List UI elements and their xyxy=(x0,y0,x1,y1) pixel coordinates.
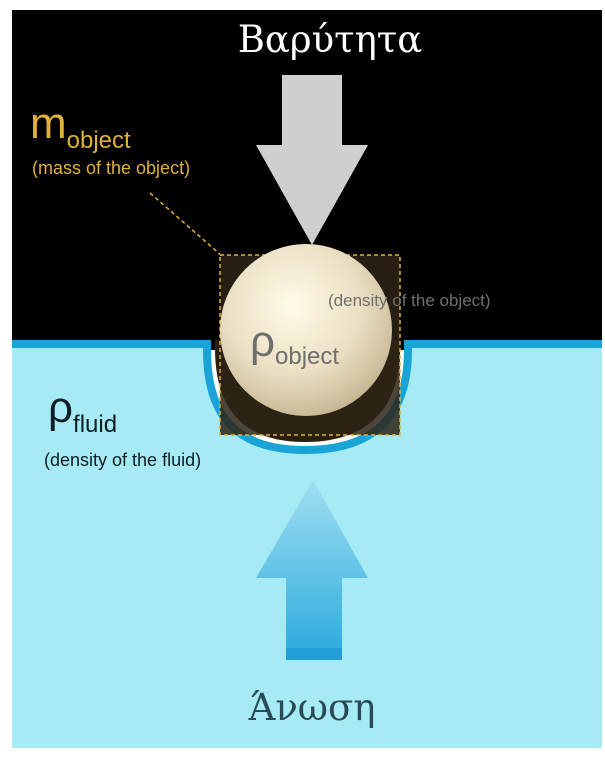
gravity-arrow xyxy=(256,75,368,245)
fluid-density-label: ρfluid xyxy=(48,383,117,438)
mass-leader-line xyxy=(149,192,223,257)
mass-symbol: m xyxy=(30,99,67,148)
object-density-note: (density of the object) xyxy=(328,291,491,310)
object-density-subscript: object xyxy=(275,343,339,370)
fluid-density-note: (density of the fluid) xyxy=(44,450,201,470)
object-box-outline xyxy=(219,254,401,436)
buoyancy-arrow-base xyxy=(286,648,342,660)
buoyancy-arrow xyxy=(256,480,368,658)
mass-note: (mass of the object) xyxy=(32,158,190,178)
fluid-density-symbol: ρ xyxy=(48,383,73,432)
fluid-surface-line xyxy=(12,340,602,455)
fluid-density-subscript: fluid xyxy=(73,411,117,438)
object-density-label: ρobject xyxy=(250,317,339,370)
mass-label: mobject xyxy=(30,99,131,154)
buoyancy-label: Άνωση xyxy=(248,686,376,729)
mass-subscript: object xyxy=(67,127,131,154)
object-density-symbol: ρ xyxy=(250,317,275,366)
object-sphere xyxy=(220,244,392,416)
gravity-label: Βαρύτητα xyxy=(238,18,423,61)
